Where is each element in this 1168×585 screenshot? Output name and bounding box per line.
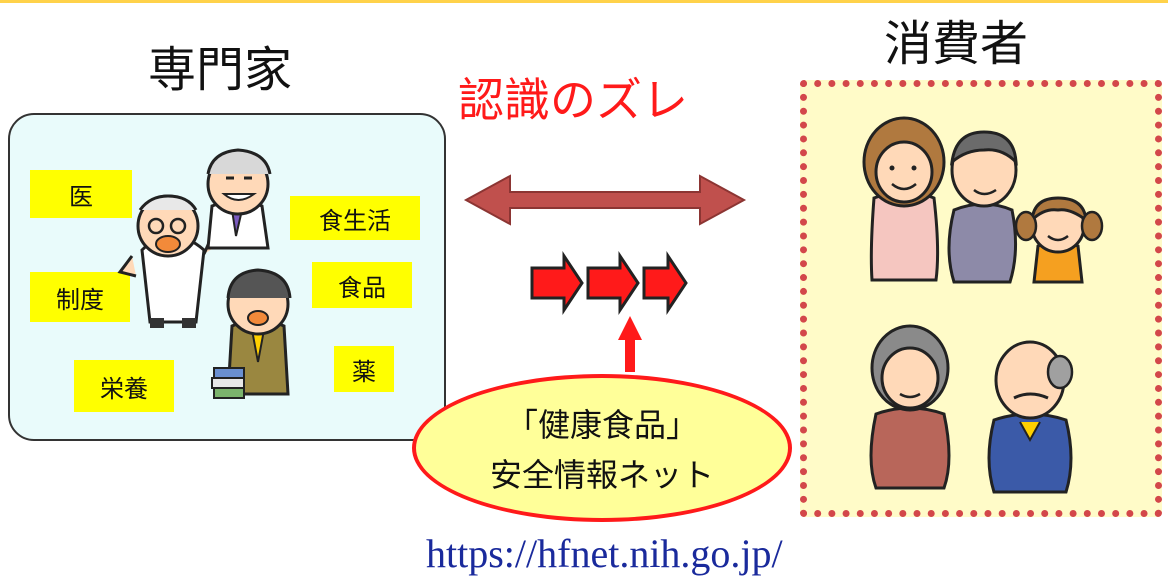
hfnet-name-oval: 「健康食品」 安全情報ネット [412, 374, 792, 522]
flow-arrows-icon [530, 251, 688, 315]
tag-diet: 食生活 [290, 196, 420, 240]
doctor-illustration [117, 194, 222, 328]
tag-food: 食品 [312, 262, 412, 308]
expert-title: 専門家 [148, 42, 293, 98]
tag-system: 制度 [30, 272, 130, 322]
up-arrow-icon [618, 316, 642, 372]
top-border-line [0, 0, 1168, 3]
tag-medicine: 医 [30, 170, 132, 218]
net-name-line1: 「健康食品」 [505, 406, 698, 444]
hfnet-url-link[interactable]: https://hfnet.nih.go.jp/ [426, 531, 783, 576]
net-name-line2: 安全情報ネット [489, 456, 714, 494]
consumer-title: 消費者 [884, 16, 1029, 72]
recognition-gap-label: 認識のズレ [458, 73, 688, 127]
tag-medicine-drug: 薬 [334, 346, 394, 392]
tag-nutrition: 栄養 [74, 360, 174, 412]
professor-illustration [206, 148, 272, 250]
researcher-illustration [211, 268, 292, 399]
double-arrow-icon [463, 174, 747, 226]
family-illustration [862, 116, 1104, 284]
elderly-couple-illustration [869, 324, 1074, 494]
